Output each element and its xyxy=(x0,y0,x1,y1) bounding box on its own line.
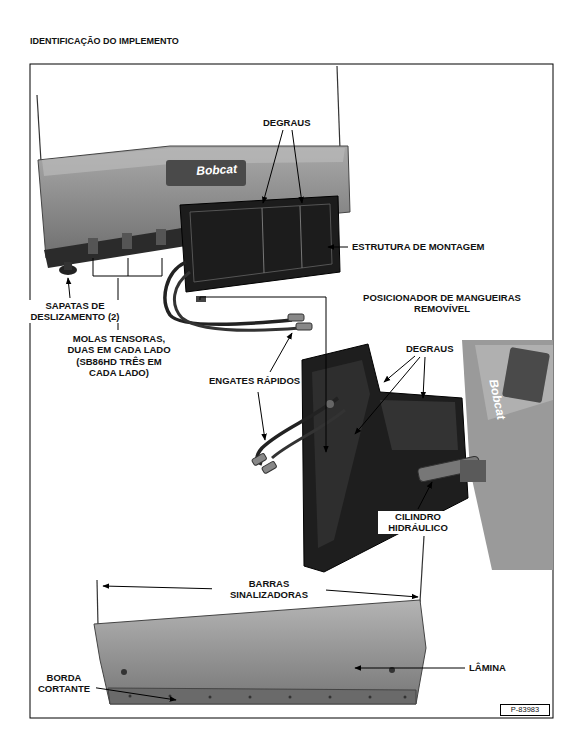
figure-number-box: P-83983 xyxy=(500,704,550,716)
part-label: ESTRUTURA DE MONTAGEM xyxy=(351,241,485,252)
part-label: DEGRAUS xyxy=(405,343,455,354)
frame xyxy=(30,64,553,718)
part-label: MOLAS TENSORAS, DUAS EM CADA LADO (SB86H… xyxy=(62,333,176,379)
page-title: IDENTIFICAÇÃO DO IMPLEMENTO xyxy=(30,36,179,47)
part-label: ENGATES RÁPIDOS xyxy=(208,375,301,386)
part-label: DEGRAUS xyxy=(262,117,312,128)
part-label: BORDA CORTANTE xyxy=(32,672,96,695)
part-label: SAPATAS DE DESLIZAMENTO (2) xyxy=(28,300,122,323)
part-label: CILINDRO HIDRÁULICO xyxy=(378,511,458,534)
part-label: BARRAS SINALIZADORAS xyxy=(212,578,326,601)
brand-logo: Bobcat xyxy=(196,162,237,178)
part-label: LÂMINA xyxy=(468,662,507,673)
bottom-blade xyxy=(94,536,426,704)
leader-lines xyxy=(68,130,465,700)
part-label: POSICIONADOR DE MANGUEIRAS REMOVÍVEL xyxy=(352,292,532,315)
figure-number: P-83983 xyxy=(504,705,546,714)
top-blade xyxy=(37,66,350,330)
